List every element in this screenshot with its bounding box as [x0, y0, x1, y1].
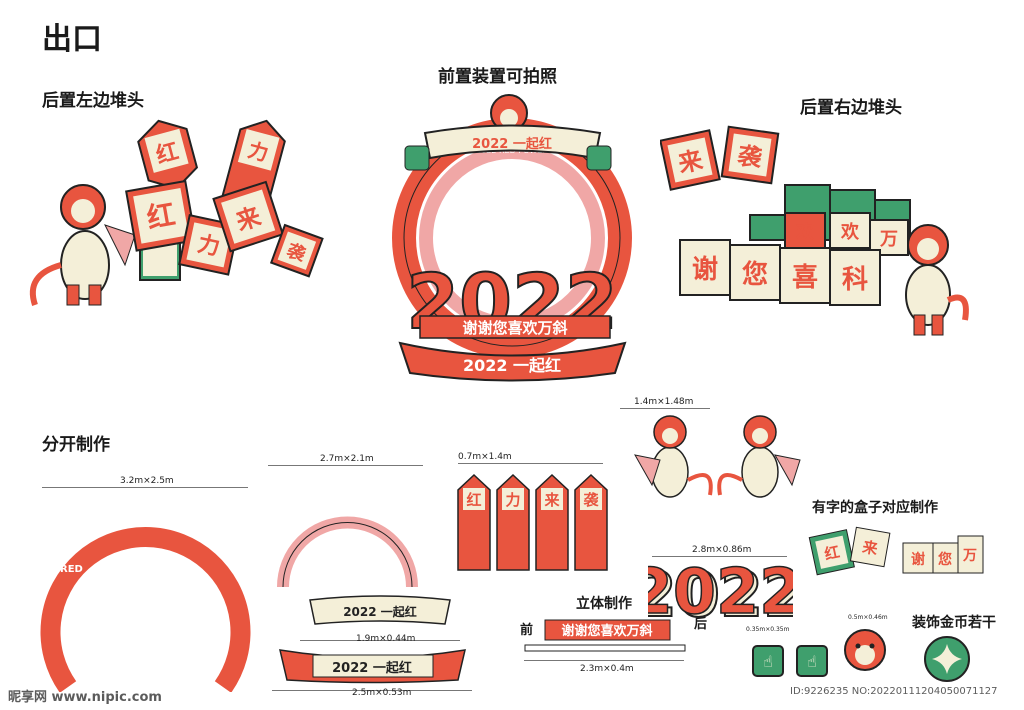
- signs-piece: 红 力 来 袭: [457, 473, 608, 571]
- svg-text:万: 万: [879, 229, 898, 250]
- bottom-ribbon-text: 2022 一起红: [463, 356, 561, 375]
- svg-text:您: 您: [742, 259, 768, 290]
- big-ribbon-piece: 2022 一起红: [279, 649, 466, 684]
- svg-text:红: 红: [144, 198, 177, 235]
- svg-text:袭: 袭: [582, 491, 599, 509]
- svg-text:来: 来: [860, 538, 880, 559]
- thumb-tile-1: ☝: [752, 645, 784, 677]
- arch-slogan: 谢谢您喜欢万斜: [462, 319, 567, 337]
- right-stack-illustration: 来 袭 欢 欢 万 谢 您 喜 科: [660, 125, 969, 336]
- label-coins: 装饰金币若干: [912, 615, 996, 631]
- svg-text:袭: 袭: [735, 141, 765, 172]
- svg-text:2022: 2022: [648, 558, 793, 623]
- svg-text:力: 力: [195, 232, 222, 261]
- boxes-piece: 红 来 谢 您 万: [808, 526, 984, 576]
- dim-thumb-tile: 0.35m×0.35m: [746, 626, 790, 633]
- thumbs-up-icon: ☝: [763, 651, 773, 671]
- svg-text:谢: 谢: [911, 551, 925, 568]
- dim-tigers: 1.4m×1.48m: [634, 397, 694, 407]
- sign-3: 来: [535, 473, 569, 571]
- thumbs-up-icon: ☝: [807, 651, 817, 671]
- label-relief: 立体制作: [576, 596, 632, 612]
- label-front-photo: 前置装置可拍照: [438, 67, 557, 87]
- watermark-right: ID:9226235 NO:20220111204050071127: [790, 686, 998, 697]
- svg-text:谢: 谢: [692, 254, 718, 285]
- label-right-stack: 后置右边堆头: [800, 98, 902, 118]
- svg-text:2022 一起红: 2022 一起红: [343, 604, 417, 619]
- svg-text:红: 红: [823, 543, 841, 564]
- right-tiger-figure: [905, 224, 969, 336]
- dim-big-ribbon: 2.5m×0.53m: [352, 688, 412, 698]
- svg-text:2022 一起红: 2022 一起红: [332, 660, 412, 676]
- sign-4: 袭: [574, 473, 608, 571]
- slogan-bar-piece: 谢谢您喜欢万斜: [524, 619, 686, 652]
- svg-text:欢: 欢: [840, 222, 860, 243]
- big-arch-piece: RED: [40, 527, 251, 692]
- left-stack-illustration: 红 力 红 力 来 袭: [29, 119, 324, 306]
- svg-text:欢: 欢: [795, 222, 815, 243]
- dim-2022: 2.8m×0.86m: [692, 545, 752, 555]
- label-back: 后: [694, 617, 708, 632]
- dim-tiger-head: 0.5m×0.46m: [848, 614, 888, 621]
- svg-text:来: 来: [543, 491, 560, 509]
- dim-small-ribbon: 1.9m×0.44m: [356, 634, 416, 644]
- sign-1: 红: [457, 473, 491, 571]
- tiger-right: [717, 415, 801, 498]
- label-left-stack: 后置左边堆头: [42, 91, 144, 111]
- label-box-note: 有字的盒子对应制作: [812, 500, 938, 516]
- dim-signs: 0.7m×1.4m: [458, 452, 512, 462]
- svg-text:您: 您: [938, 551, 952, 568]
- thumb-tile-2: ☝: [796, 645, 828, 677]
- label-separate: 分开制作: [42, 435, 110, 455]
- watermark-left: 昵享网 www.nipic.com: [8, 690, 162, 705]
- small-ribbon-piece: 2022 一起红: [309, 595, 451, 625]
- relief-2022-piece: 2022 2022: [648, 558, 793, 623]
- tiger-left: [634, 415, 713, 498]
- svg-text:喜: 喜: [792, 263, 818, 293]
- label-front: 前: [520, 623, 534, 638]
- sign-2: 力: [496, 473, 530, 571]
- tiger-head-piece: [844, 629, 886, 671]
- tiger-figure: [29, 184, 136, 306]
- dim-big-arch: 3.2m×2.5m: [120, 476, 174, 486]
- top-ribbon-text: 2022 一起红: [472, 136, 552, 152]
- svg-text:科: 科: [842, 265, 868, 295]
- tigers-pair: [634, 415, 801, 498]
- svg-text:2022: 2022: [648, 558, 793, 623]
- dim-slogan-bar: 2.3m×0.4m: [580, 664, 634, 674]
- svg-text:谢谢您喜欢万斜: 谢谢您喜欢万斜: [561, 623, 652, 639]
- big-arch-letters: RED: [60, 564, 83, 575]
- svg-text:红: 红: [466, 491, 481, 509]
- svg-text:力: 力: [505, 491, 520, 509]
- page-title: 出口: [42, 22, 102, 57]
- dim-pink-arch: 2.7m×2.1m: [320, 454, 374, 464]
- svg-text:万: 万: [962, 548, 977, 564]
- pink-arch-piece: [277, 516, 418, 588]
- gold-coin-icon: [924, 636, 970, 682]
- front-arch-illustration: 2022 RED POWER 2022 一起红 2022 谢谢您喜欢万斜 202…: [392, 94, 632, 382]
